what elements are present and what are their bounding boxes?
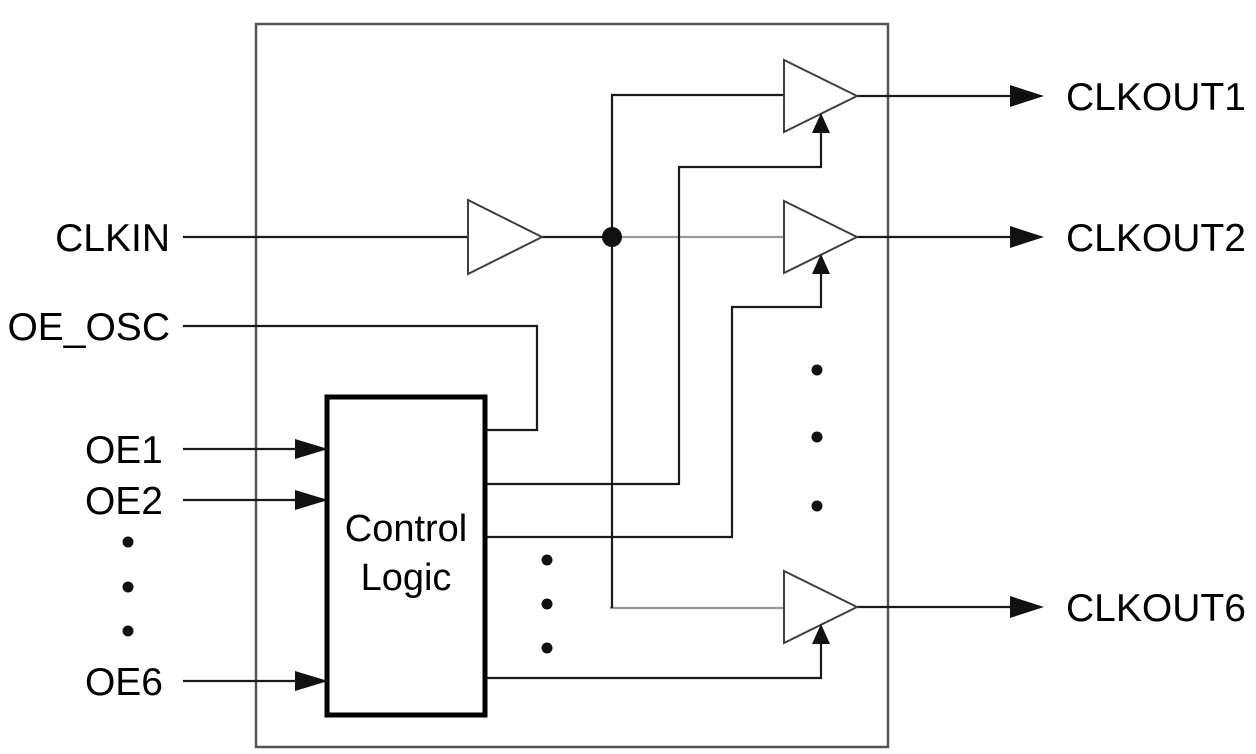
oe-ellipsis-dot — [122, 536, 134, 548]
oe2-arrowhead-icon — [295, 490, 328, 510]
enable-ellipsis-dot — [541, 642, 553, 654]
clkin-buffer-icon — [467, 198, 545, 276]
chip-outline-box — [254, 22, 890, 749]
clkin-label: CLKIN — [55, 217, 170, 260]
control-logic-block — [324, 394, 488, 718]
clkout-ellipsis-dot — [811, 364, 823, 376]
enable6-arrowhead-icon — [812, 624, 830, 644]
clk-trunk-wire — [610, 93, 784, 608]
enable2-arrowhead-icon — [812, 254, 830, 274]
clkout1-label: CLKOUT1 — [1066, 76, 1246, 119]
clkout1-arrowhead-icon — [1010, 85, 1044, 107]
clkout-ellipsis-dot — [811, 431, 823, 443]
oe2-label: OE2 — [85, 480, 163, 523]
oe1-label: OE1 — [85, 429, 163, 472]
clkout6-label: CLKOUT6 — [1066, 587, 1246, 630]
oe-osc-label: OE_OSC — [7, 306, 170, 349]
enable2-wire — [485, 272, 823, 539]
clk-junction-dot — [602, 227, 622, 247]
oe6-arrowhead-icon — [295, 671, 328, 691]
oe1-arrowhead-icon — [295, 439, 328, 459]
enable1-arrowhead-icon — [812, 113, 830, 133]
clkout6-arrowhead-icon — [1010, 596, 1044, 618]
enable6-wire — [485, 642, 823, 680]
enable-ellipsis-dot — [541, 554, 553, 566]
oe-osc-wire — [183, 324, 539, 432]
clkout-ellipsis-dot — [811, 500, 823, 512]
clkout1-buffer-icon — [783, 58, 860, 134]
enable-ellipsis-dot — [541, 598, 553, 610]
clkout2-label: CLKOUT2 — [1066, 217, 1246, 260]
enable1-wire — [485, 131, 823, 486]
control-logic-label-line2: Logic — [361, 557, 452, 599]
clkout2-arrowhead-icon — [1010, 226, 1044, 248]
oe-ellipsis-dot — [122, 625, 134, 637]
oe-ellipsis-dot — [122, 581, 134, 593]
oe6-label: OE6 — [85, 661, 163, 704]
control-logic-label-line1: Control — [345, 508, 468, 550]
clkout2-buffer-icon — [783, 199, 860, 275]
clkout6-buffer-icon — [783, 569, 860, 645]
